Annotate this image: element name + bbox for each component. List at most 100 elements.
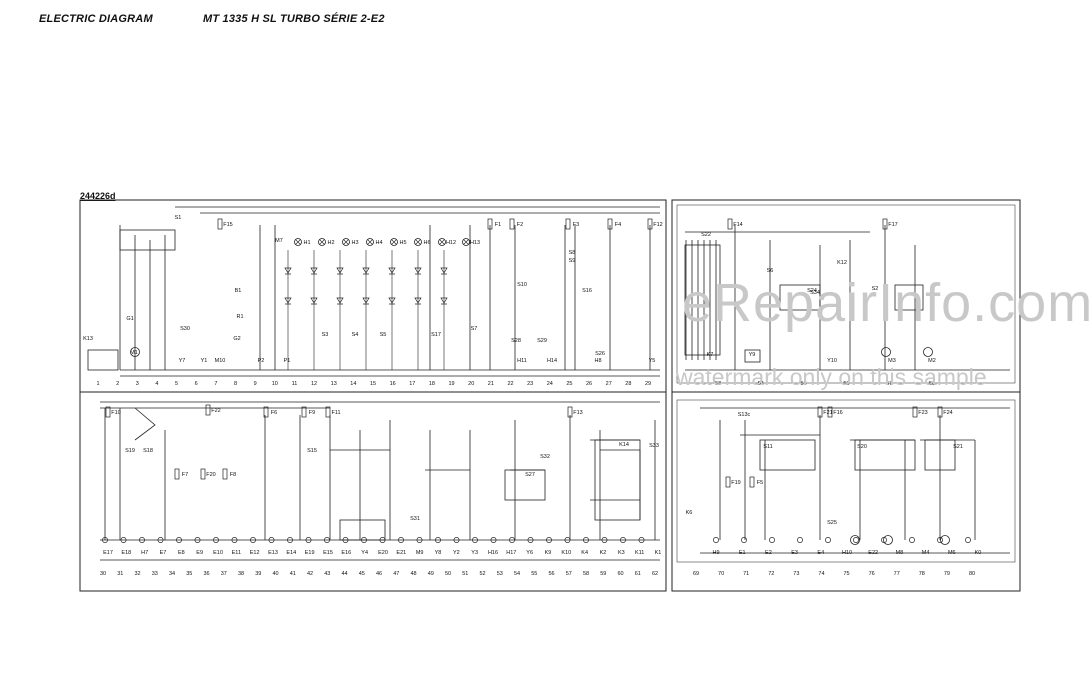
column-number: 25: [566, 381, 572, 387]
fuse-symbol: [105, 406, 111, 418]
machine-model-title: MT 1335 H SL TURBO SÉRIE 2-E2: [203, 13, 385, 25]
column-number: 51: [462, 571, 468, 577]
right-panel-inner-bottom: [676, 399, 1016, 563]
device-label: E10: [213, 550, 223, 556]
connector-blocks: [87, 229, 956, 541]
right-panel-frame: [671, 199, 1021, 592]
component-label: K13: [83, 336, 93, 342]
column-number: 6: [195, 381, 198, 387]
device-label: E20: [378, 550, 388, 556]
column-number: 13: [331, 381, 337, 387]
lamp-cross: [367, 239, 373, 245]
device-label: H7: [141, 550, 148, 556]
fuse-symbol: [263, 406, 269, 418]
fuse-label: F4: [615, 222, 621, 228]
component-label: P1: [284, 358, 291, 364]
lamp-cross: [439, 239, 445, 245]
column-number: 26: [586, 381, 592, 387]
device-label: H10: [842, 550, 852, 556]
component-label: G1: [126, 316, 133, 322]
terminal-symbol: [583, 537, 589, 543]
column-number: 18: [429, 381, 435, 387]
fuse-label: F10: [111, 410, 120, 416]
column-number: 76: [869, 571, 875, 577]
column-number: 43: [324, 571, 330, 577]
terminal-symbol: [324, 537, 330, 543]
device-label: E3: [791, 550, 798, 556]
device-label: E9: [196, 550, 203, 556]
component-label: S27: [525, 472, 535, 478]
component-label: K12: [837, 260, 847, 266]
fuse-symbol: [567, 406, 573, 418]
column-number: 30: [100, 571, 106, 577]
component-label: S20: [857, 444, 867, 450]
lamp-cross: [343, 239, 349, 245]
motor-symbol: [923, 347, 933, 357]
column-number: 20: [468, 381, 474, 387]
component-label: K6: [686, 510, 693, 516]
lamp-symbol: [366, 238, 374, 246]
lamp-symbol: [414, 238, 422, 246]
fuse-label: F8: [230, 472, 236, 478]
fuse-label: F1: [495, 222, 501, 228]
column-number: 56: [548, 571, 554, 577]
column-number: 36: [203, 571, 209, 577]
motor-symbol: [850, 535, 860, 545]
component-label: S22: [701, 232, 711, 238]
column-number: 35: [186, 571, 192, 577]
component-label: H8: [594, 358, 601, 364]
component-label: S7: [471, 326, 478, 332]
fuse-symbol: [174, 468, 180, 480]
device-label: H16: [488, 550, 498, 556]
column-number: 24: [547, 381, 553, 387]
lamp-symbol: [318, 238, 326, 246]
lamp-label: H12: [446, 240, 456, 246]
terminal-symbol: [231, 537, 238, 543]
column-number: 9: [254, 381, 257, 387]
column-number: 75: [843, 571, 849, 577]
terminal-symbol: [825, 537, 831, 543]
terminal-symbol: [797, 537, 803, 543]
column-number: 55: [531, 571, 537, 577]
column-number: 34: [169, 571, 175, 577]
component-label: S28: [511, 338, 521, 344]
fuse-symbol: [565, 218, 571, 230]
column-number: 41: [290, 571, 296, 577]
column-number: 1: [96, 381, 99, 387]
fuse-label: F2: [517, 222, 523, 228]
device-label: Y8: [435, 550, 442, 556]
fuse-symbol: [937, 406, 943, 418]
lamp-symbol: [390, 238, 398, 246]
device-label: Y6: [526, 550, 533, 556]
fuse-label: F16: [833, 410, 842, 416]
fuse-symbol: [749, 476, 755, 488]
terminal-symbol: [620, 537, 626, 543]
terminal-symbol: [937, 537, 943, 543]
column-number: 17: [409, 381, 415, 387]
fuse-label: F20: [206, 472, 215, 478]
device-label: E19: [305, 550, 315, 556]
component-label: S17: [431, 332, 441, 338]
terminal-symbol: [176, 537, 182, 543]
terminal-symbol: [139, 537, 145, 543]
lamp-symbol: [342, 238, 350, 246]
fuse-label: F14: [733, 222, 742, 228]
component-label: K14: [619, 442, 629, 448]
component-label: S34: [810, 290, 820, 296]
column-number: 33: [152, 571, 158, 577]
device-label: M8: [896, 550, 904, 556]
terminal-symbol: [472, 537, 478, 543]
component-label: M3: [888, 358, 896, 364]
fuse-symbol: [647, 218, 653, 230]
device-label: E16: [341, 550, 351, 556]
component-label: S6: [767, 268, 774, 274]
component-label: S10: [517, 282, 527, 288]
lamp-label: H6: [423, 240, 430, 246]
fuse-symbol: [200, 468, 206, 480]
component-label: R1: [236, 314, 243, 320]
column-number: 58: [583, 571, 589, 577]
component-label: Y5: [649, 358, 656, 364]
device-label: H9: [712, 550, 719, 556]
column-number: 74: [818, 571, 824, 577]
device-label: K10: [561, 550, 571, 556]
